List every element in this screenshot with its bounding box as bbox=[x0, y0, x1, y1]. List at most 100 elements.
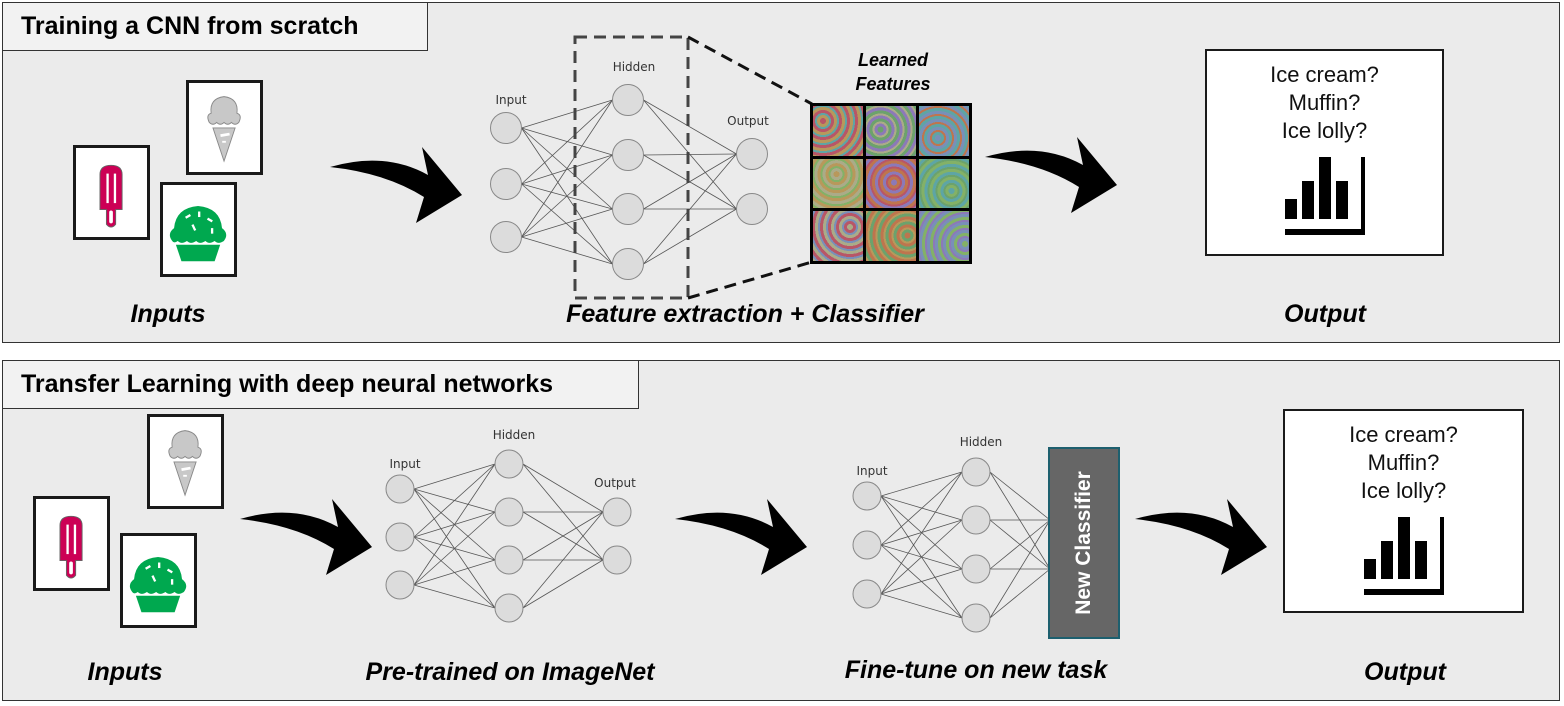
panel-title: Transfer Learning with deep neural netwo… bbox=[3, 361, 639, 409]
feature-extractor-dashed-box bbox=[573, 35, 690, 300]
flow-arrow-icon bbox=[330, 147, 462, 223]
bar-chart-icon bbox=[1363, 517, 1444, 595]
neuron-node bbox=[494, 449, 524, 479]
neuron-node bbox=[612, 193, 644, 225]
new-classifier-label: New Classifier bbox=[1072, 471, 1096, 615]
output-layer-label: Output bbox=[727, 114, 769, 128]
bar bbox=[1380, 541, 1393, 579]
ice-cream-icon bbox=[168, 430, 202, 497]
feature-map-tile bbox=[919, 158, 969, 209]
ice-cream-card bbox=[186, 80, 263, 175]
ice-lolly-card bbox=[73, 145, 150, 240]
feature-map-tile bbox=[866, 106, 916, 156]
ice-lolly-card bbox=[33, 496, 110, 591]
neuron-node bbox=[961, 603, 991, 633]
class-option: Ice cream? bbox=[1270, 62, 1379, 87]
neuron-node bbox=[612, 139, 644, 171]
hidden-layer-label: Hidden bbox=[613, 60, 656, 74]
neuron-node bbox=[852, 579, 882, 609]
neuron-node bbox=[612, 248, 644, 280]
neuron-node bbox=[490, 112, 522, 144]
flow-arrow-icon bbox=[1135, 499, 1267, 575]
caption-finetune: Fine-tune on new task bbox=[844, 656, 1108, 684]
feature-map-tile bbox=[919, 211, 969, 261]
output-box: Ice cream? Muffin? Ice lolly? bbox=[1205, 49, 1444, 256]
neuron-node bbox=[385, 474, 415, 504]
class-option: Ice lolly? bbox=[1281, 118, 1368, 143]
neuron-node bbox=[852, 481, 882, 511]
zoom-line-bottom bbox=[687, 260, 813, 300]
neuron-node bbox=[385, 570, 415, 600]
bar bbox=[1301, 181, 1314, 219]
neuron-node bbox=[494, 497, 524, 527]
bar bbox=[1284, 199, 1297, 219]
axis bbox=[1360, 157, 1365, 235]
hidden-layer-label: Hidden bbox=[960, 435, 1003, 449]
neuron-node bbox=[602, 545, 632, 575]
neuron-node bbox=[736, 193, 768, 225]
output-layer-label: Output bbox=[594, 476, 636, 490]
panel-title: Training a CNN from scratch bbox=[3, 3, 428, 51]
learned-features-grid bbox=[810, 103, 972, 264]
neuron-node bbox=[612, 84, 644, 116]
input-layer-label: Input bbox=[856, 464, 887, 478]
neuron-node bbox=[494, 545, 524, 575]
new-classifier-block: New Classifier bbox=[1048, 447, 1120, 639]
feature-map-tile bbox=[813, 158, 863, 209]
neural-network bbox=[490, 84, 768, 280]
neuron-node bbox=[494, 593, 524, 623]
neuron-node bbox=[961, 505, 991, 535]
neuron-node bbox=[385, 522, 415, 552]
caption-output: Output bbox=[1284, 300, 1366, 328]
output-box: Ice cream? Muffin? Ice lolly? bbox=[1283, 409, 1524, 613]
neural-network bbox=[852, 457, 1051, 633]
feature-map-tile bbox=[866, 211, 916, 261]
neuron-node bbox=[852, 530, 882, 560]
caption-output: Output bbox=[1364, 658, 1446, 686]
feature-map-tile bbox=[919, 106, 969, 156]
class-option: Muffin? bbox=[1367, 450, 1440, 475]
class-option: Ice cream? bbox=[1349, 422, 1458, 447]
ice-lolly-icon bbox=[59, 515, 83, 579]
flow-arrow-icon bbox=[985, 137, 1117, 213]
ice-cream-icon bbox=[207, 96, 241, 163]
input-layer-label: Input bbox=[495, 93, 526, 107]
bar bbox=[1335, 181, 1348, 219]
bar bbox=[1414, 541, 1427, 579]
neuron-node bbox=[602, 497, 632, 527]
axis bbox=[1363, 589, 1444, 595]
input-layer-label: Input bbox=[389, 457, 420, 471]
ice-cream-card bbox=[147, 414, 224, 509]
muffin-icon bbox=[169, 205, 227, 262]
hidden-layer-label: Hidden bbox=[493, 428, 536, 442]
caption-pretrained: Pre-trained on ImageNet bbox=[365, 658, 655, 686]
axis bbox=[1284, 229, 1365, 235]
bar-chart-icon bbox=[1284, 157, 1365, 235]
bar bbox=[1397, 517, 1410, 579]
muffin-icon bbox=[129, 556, 187, 613]
zoom-line-top bbox=[687, 35, 813, 106]
feature-map-tile bbox=[866, 158, 916, 209]
class-option: Muffin? bbox=[1288, 90, 1361, 115]
neuron-node bbox=[736, 138, 768, 170]
caption-model: Feature extraction + Classifier bbox=[566, 300, 924, 328]
axis bbox=[1439, 517, 1444, 595]
learned-features-line: Features bbox=[855, 74, 931, 94]
muffin-card bbox=[120, 533, 197, 628]
feature-map-tile bbox=[813, 106, 863, 156]
neuron-node bbox=[961, 554, 991, 584]
class-option: Ice lolly? bbox=[1360, 478, 1447, 503]
flow-arrow-icon bbox=[240, 499, 372, 575]
neuron-node bbox=[490, 168, 522, 200]
neuron-node bbox=[961, 457, 991, 487]
neuron-node bbox=[490, 221, 522, 253]
muffin-card bbox=[160, 182, 237, 277]
bar bbox=[1363, 559, 1376, 579]
caption-inputs: Inputs bbox=[87, 658, 163, 686]
caption-inputs: Inputs bbox=[130, 300, 206, 328]
flow-arrow-icon bbox=[675, 499, 807, 575]
neural-network bbox=[385, 449, 632, 623]
ice-lolly-icon bbox=[99, 164, 123, 228]
learned-features-title: Learned Features bbox=[855, 48, 930, 96]
